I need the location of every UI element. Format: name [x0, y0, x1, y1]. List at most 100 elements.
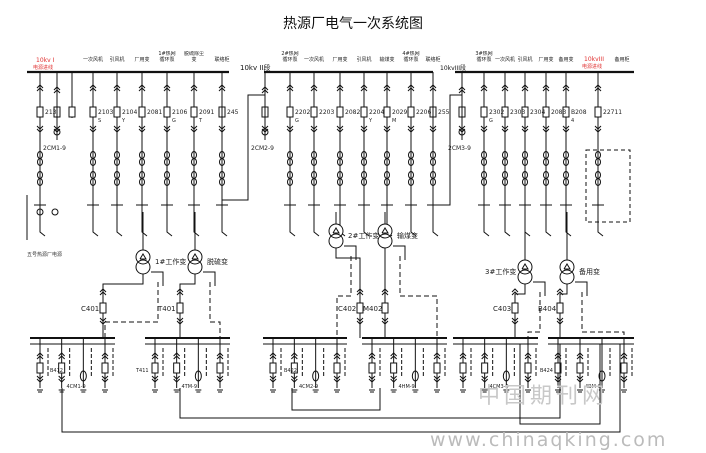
disconnect-icon	[336, 87, 344, 92]
disconnect-icon	[336, 128, 344, 133]
feeder-code: 2106	[172, 109, 187, 116]
watermark-cn: 中国期刊网	[478, 384, 608, 409]
feeder-name: 脱硫除尘变	[183, 51, 204, 63]
disconnect-icon	[138, 87, 146, 92]
feeder-name-box: 3#热网循环泵	[475, 51, 492, 63]
breaker-icon	[481, 362, 489, 374]
disconnect-icon	[36, 378, 44, 383]
tie-connection	[221, 72, 266, 201]
feeder-sub: Y	[368, 118, 373, 124]
bus-2-label: 10kv II段	[240, 63, 270, 72]
feeder-name: 引风机	[517, 57, 533, 63]
lv-pt-label: 4TM-9	[182, 384, 198, 390]
disconnect-icon	[356, 317, 364, 322]
disconnect-icon	[336, 125, 344, 130]
fuse-icon	[68, 106, 76, 118]
disconnect-icon	[218, 84, 226, 89]
disconnect-icon	[269, 355, 277, 360]
breaker-icon	[99, 302, 107, 314]
disconnect-icon	[58, 355, 66, 360]
disconnect-icon	[390, 378, 398, 383]
ground-switch-icon	[313, 212, 320, 237]
current-transformer-icon	[522, 158, 528, 166]
disconnect-icon	[433, 352, 441, 357]
motor-icon	[79, 370, 87, 382]
disconnect-icon	[521, 125, 529, 130]
disconnect-icon	[383, 128, 391, 133]
disconnect-icon	[101, 355, 109, 360]
disconnect-icon	[481, 352, 489, 357]
lv-breaker-label: B404	[538, 305, 557, 313]
disconnect-icon	[216, 375, 224, 380]
disconnect-icon	[163, 87, 171, 92]
breaker-icon	[360, 106, 368, 118]
feeder-sub: G	[295, 118, 299, 124]
bus-3-label: 10kvIII段	[440, 64, 466, 72]
ground-switch-icon	[363, 212, 370, 237]
feeder-name: 一次风机	[494, 57, 515, 63]
breaker-icon	[390, 362, 398, 374]
disconnect-icon	[542, 125, 550, 130]
disconnect-icon	[190, 87, 198, 92]
current-transformer-icon	[502, 178, 508, 186]
disconnect-icon	[390, 375, 398, 380]
feeder-name-box: 厂用变	[538, 57, 553, 63]
current-transformer-icon	[191, 158, 197, 166]
disconnect-icon	[481, 378, 489, 383]
dashed-link	[104, 282, 159, 352]
disconnect-icon	[501, 84, 509, 89]
disconnect-icon	[58, 352, 66, 357]
breaker-icon	[151, 362, 159, 374]
breaker-icon	[333, 362, 341, 374]
disconnect-icon	[480, 125, 488, 130]
disconnect-icon	[383, 125, 391, 130]
diagram-labels: 213一次风机2103S引风机2104Y厂用变20811#热网循环泵2106G脱…	[43, 51, 630, 390]
breaker-icon	[383, 106, 391, 118]
delta-icon	[139, 253, 147, 260]
disconnect-icon	[511, 291, 519, 296]
feeder-name: 厂用变	[332, 57, 348, 63]
disconnect-icon	[576, 352, 584, 357]
disconnect-icon	[138, 128, 146, 133]
disconnect-icon	[58, 375, 66, 380]
disconnect-icon	[310, 125, 318, 130]
disconnect-icon	[176, 291, 184, 296]
feeder-sub: 4	[571, 118, 574, 124]
disconnect-icon	[356, 288, 364, 293]
disconnect-icon	[556, 320, 564, 325]
breaker-icon	[501, 106, 509, 118]
disconnect-icon	[381, 291, 389, 296]
disconnect-icon	[176, 288, 184, 293]
current-transformer-icon	[164, 158, 170, 166]
feeder-sub: S	[98, 118, 101, 124]
feeder-name-box: 引风机	[356, 57, 371, 63]
disconnect-icon	[521, 84, 529, 89]
disconnect-icon	[290, 352, 298, 357]
feeder-code: 22711	[603, 109, 622, 116]
disconnect-icon	[480, 128, 488, 133]
disconnect-icon	[36, 355, 44, 360]
lv-breaker-label: M402	[363, 305, 382, 313]
feeder-code: 2203	[319, 109, 334, 116]
disconnect-icon	[459, 375, 467, 380]
disconnect-icon	[173, 355, 181, 360]
ground-switch-icon	[92, 212, 99, 237]
feeder-code: 245	[227, 109, 239, 116]
diagram-title: 热源厂电气一次系统图	[283, 16, 423, 32]
disconnect-icon	[163, 84, 171, 89]
disconnect-icon	[286, 84, 294, 89]
disconnect-icon	[113, 125, 121, 130]
delta-icon	[191, 253, 199, 260]
current-transformer-icon	[502, 158, 508, 166]
lv-feed	[335, 248, 361, 338]
feeder-name: 备用变	[558, 57, 574, 63]
current-transformer-icon	[37, 178, 43, 186]
disconnect-icon	[333, 352, 341, 357]
lv-breaker-label: T401	[157, 305, 176, 313]
motor-icon	[411, 370, 419, 382]
disconnect-icon	[360, 128, 368, 133]
disconnect-icon	[511, 288, 519, 293]
disconnect-icon	[356, 320, 364, 325]
disconnect-icon	[429, 87, 437, 92]
